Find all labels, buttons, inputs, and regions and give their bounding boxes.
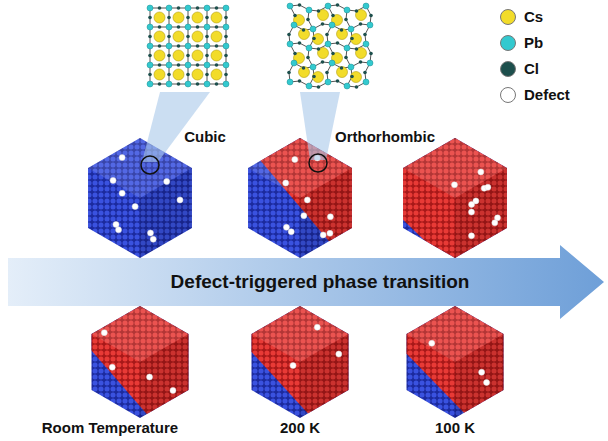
panel-label: 100 K xyxy=(435,420,475,437)
nanocrystal-cube xyxy=(249,0,608,401)
legend-text: Cl xyxy=(524,60,539,77)
legend-swatch xyxy=(500,87,516,103)
crystal-lattice xyxy=(147,5,229,87)
magnifier-cone xyxy=(142,92,210,162)
nanocrystal-cube xyxy=(130,0,608,412)
legend-swatch xyxy=(500,61,516,77)
magnifier-circle xyxy=(309,154,327,172)
panel-label: Room Temperature xyxy=(42,420,178,437)
legend-text: Cs xyxy=(524,8,543,25)
arrow-label: Defect-triggered phase transition xyxy=(171,271,470,293)
panel-label: Cubic xyxy=(184,129,226,146)
nanocrystal-cube xyxy=(260,0,608,441)
legend-text: Pb xyxy=(524,34,543,51)
panel-label: Orthorhombic xyxy=(335,129,435,146)
process-arrow: Defect-triggered phase transition xyxy=(0,242,608,322)
legend-swatch xyxy=(500,35,516,51)
nanocrystal-cube xyxy=(80,138,200,258)
legend-entry: Cs xyxy=(500,8,543,25)
legend-entry: Cl xyxy=(500,60,539,77)
magnifier-circle xyxy=(141,156,159,174)
crystal-lattice xyxy=(287,3,373,89)
legend-entry: Pb xyxy=(500,34,543,51)
legend-swatch xyxy=(500,9,516,25)
legend-entry: Defect xyxy=(500,86,570,103)
legend-text: Defect xyxy=(524,86,570,103)
nanocrystal-cube xyxy=(109,0,608,441)
magnifier-cone xyxy=(300,92,340,160)
panel-label: 200 K xyxy=(280,420,320,437)
